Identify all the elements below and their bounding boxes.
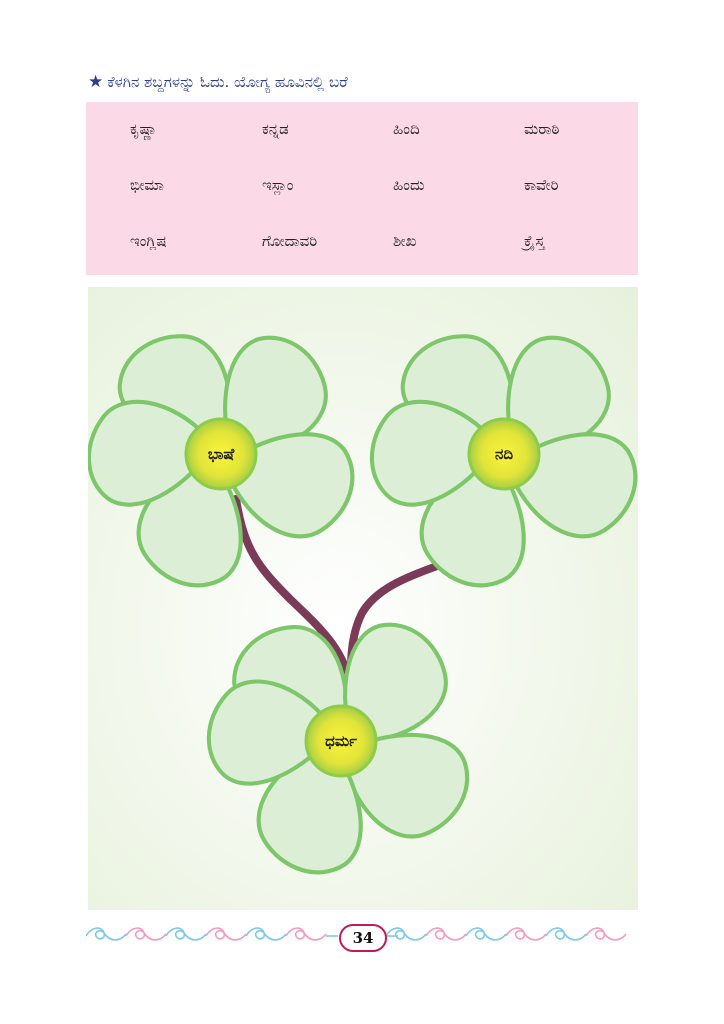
flower-panel: ಭಾಷೆ ನದಿ ಧರ್ಮ <box>88 287 638 910</box>
word: ಇಸ್ಲಾಂ <box>262 176 294 194</box>
star-icon: ★ <box>88 72 104 92</box>
word: ಹಿಂದಿ <box>393 120 420 138</box>
word: ಹಿಂದು <box>393 176 425 194</box>
flower-label-right: ನದಿ <box>495 445 513 463</box>
word: ಮರಾಠಿ <box>524 120 560 138</box>
instruction: ★ಕೆಳಗಿನ ಶಬ್ದಗಳನ್ನು ಓದು. ಯೋಗ್ಯ ಹೂವಿನಲ್ಲಿ … <box>88 72 348 92</box>
stem <box>232 495 358 719</box>
flower-bottom: ಧರ್ಮ <box>209 606 482 883</box>
flower-label-bottom: ಧರ್ಮ <box>325 732 357 750</box>
word: ಶೀಖ <box>393 232 417 250</box>
word: ಭೀಮಾ <box>130 176 164 194</box>
word: ಕಾವೇರಿ <box>524 176 559 194</box>
instruction-text: ಕೆಳಗಿನ ಶಬ್ದಗಳನ್ನು ಓದು. ಯೋಗ್ಯ ಹೂವಿನಲ್ಲಿ ಬ… <box>107 73 348 91</box>
flower-right: ನದಿ <box>367 315 638 596</box>
flower-left: ಭಾಷೆ <box>88 315 362 596</box>
decorative-border <box>86 927 627 941</box>
word: ಕೃಷ್ಣಾ <box>130 120 158 138</box>
word: ಇಂಗ್ಲಿಷ <box>130 232 167 250</box>
word: ಕ್ರೈಸ್ತ <box>524 232 545 250</box>
word: ಗೋದಾವರಿ <box>262 232 318 250</box>
flower-illustration: ಭಾಷೆ ನದಿ ಧರ್ಮ <box>88 287 638 910</box>
page-number: 34 <box>339 924 387 952</box>
word: ಕನ್ನಡ <box>262 120 289 138</box>
word-box: ಕೃಷ್ಣಾ ಕನ್ನಡ ಹಿಂದಿ ಮರಾಠಿ ಭೀಮಾ ಇಸ್ಲಾಂ ಹಿಂ… <box>86 102 638 275</box>
flower-label-left: ಭಾಷೆ <box>208 445 235 463</box>
